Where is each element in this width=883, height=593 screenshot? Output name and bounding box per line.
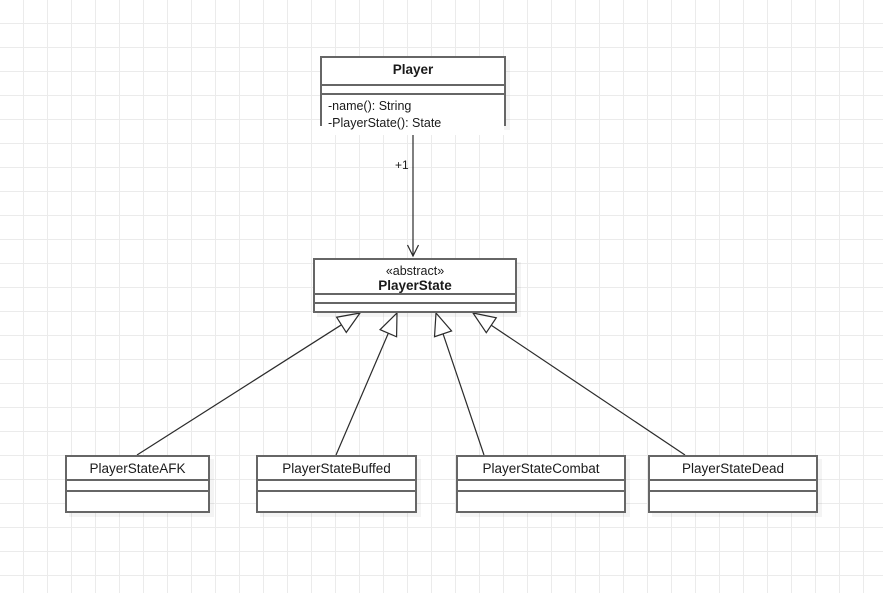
generalization-arrowhead xyxy=(433,311,453,338)
class-attributes-compartment xyxy=(258,481,415,492)
edge-afk-to-playerstate[interactable] xyxy=(136,312,362,456)
generalization-arrowhead xyxy=(471,312,498,334)
association-arrowhead xyxy=(406,244,420,258)
class-name: PlayerStateCombat xyxy=(482,461,600,476)
edge-dead-to-playerstate[interactable] xyxy=(471,312,686,456)
class-operations-compartment: -name(): String -PlayerState(): State xyxy=(322,95,504,135)
class-stereotype: «abstract» xyxy=(385,264,445,278)
class-operations-compartment xyxy=(258,492,415,498)
class-attributes-compartment xyxy=(67,481,208,492)
uml-class-playerstate[interactable]: «abstract»PlayerState xyxy=(313,258,517,313)
class-member: -name(): String xyxy=(328,99,412,113)
class-name: PlayerStateAFK xyxy=(89,461,186,476)
class-operations-compartment xyxy=(315,304,515,310)
edge-line xyxy=(490,324,686,456)
class-attributes-compartment xyxy=(315,295,515,304)
generalization-arrowhead xyxy=(378,311,398,338)
class-name: PlayerStateDead xyxy=(681,461,785,476)
class-name: PlayerState xyxy=(378,278,452,294)
uml-class-playerstateafk[interactable]: PlayerStateAFK xyxy=(65,455,210,513)
class-operations-compartment xyxy=(650,492,816,498)
class-attributes-compartment xyxy=(322,86,504,95)
class-title-compartment: PlayerStateDead xyxy=(650,457,816,481)
class-name: PlayerStateBuffed xyxy=(282,461,391,476)
class-attributes-compartment xyxy=(650,481,816,492)
class-title-compartment: Player xyxy=(322,58,504,86)
edge-line xyxy=(136,324,342,456)
edge-combat-to-playerstate[interactable] xyxy=(433,311,485,456)
uml-class-playerstatecombat[interactable]: PlayerStateCombat xyxy=(456,455,626,513)
edge-multiplicity-label: +1 xyxy=(395,158,409,172)
uml-class-player[interactable]: Player -name(): String -PlayerState(): Sta… xyxy=(320,56,506,135)
uml-class-playerstatedead[interactable]: PlayerStateDead xyxy=(648,455,818,513)
class-title-compartment: PlayerStateBuffed xyxy=(258,457,415,481)
edge-buffed-to-playerstate[interactable] xyxy=(335,311,398,456)
edge-player-to-playerstate[interactable] xyxy=(406,126,420,258)
class-name: Player xyxy=(392,62,434,77)
uml-class-playerstatebuffed[interactable]: PlayerStateBuffed xyxy=(256,455,417,513)
class-title-compartment: PlayerStateCombat xyxy=(458,457,624,481)
class-operations-compartment xyxy=(458,492,624,498)
class-member: -PlayerState(): State xyxy=(328,115,442,130)
edge-line xyxy=(335,332,389,456)
class-operations-compartment xyxy=(67,492,208,498)
generalization-arrowhead xyxy=(335,312,362,334)
edge-line xyxy=(442,333,485,456)
class-attributes-compartment xyxy=(458,481,624,492)
class-title-compartment: PlayerStateAFK xyxy=(67,457,208,481)
class-title-compartment: «abstract»PlayerState xyxy=(315,260,515,295)
